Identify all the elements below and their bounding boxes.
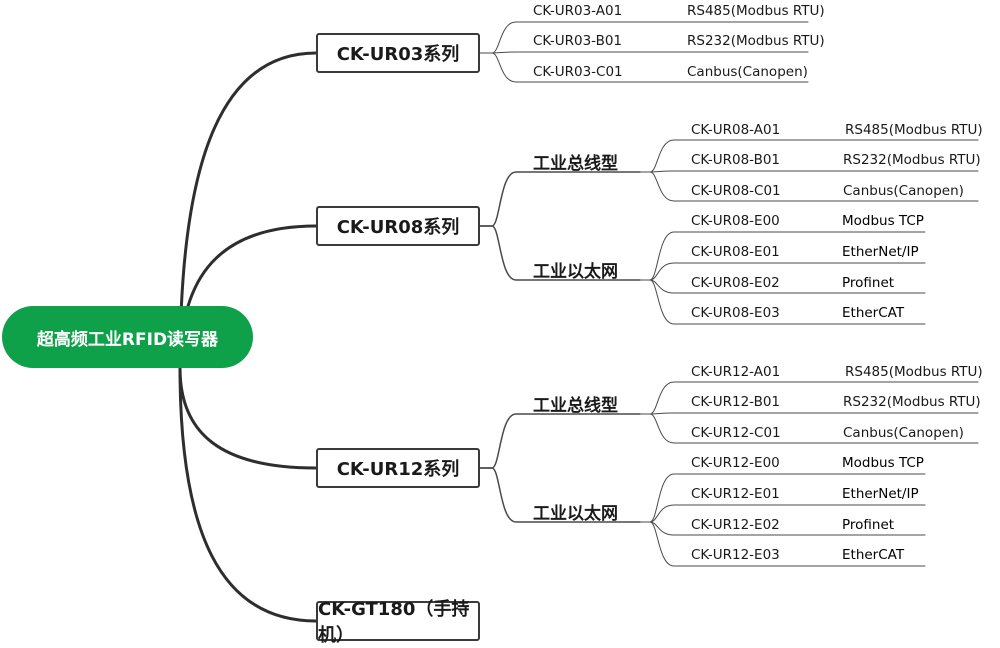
protocol-label: EtherCAT: [842, 305, 905, 321]
protocol-label: Canbus(Canopen): [687, 64, 808, 80]
model-label: CK-UR12-E00: [691, 455, 780, 471]
root-series-connector: [178, 366, 318, 470]
model-label: CK-UR12-E02: [691, 517, 780, 533]
model-label: CK-UR08-B01: [691, 152, 781, 168]
protocol-label: Modbus TCP: [842, 213, 924, 229]
protocol-label: Canbus(Canopen): [843, 183, 964, 199]
model-connector: [639, 171, 979, 202]
protocol-label: Canbus(Canopen): [843, 425, 964, 441]
protocol-label: Profinet: [842, 275, 895, 291]
protocol-label: RS485(Modbus RTU): [845, 122, 983, 138]
series-node-gt180[interactable]: CK-GT180（手持机）: [316, 599, 480, 646]
model-label: CK-UR03-B01: [533, 33, 623, 49]
model-label: CK-UR08-E01: [691, 244, 780, 260]
series-node-ur03[interactable]: CK-UR03系列: [316, 33, 480, 73]
model-label: CK-UR12-E03: [691, 547, 780, 563]
model-label: CK-UR08-E03: [691, 305, 780, 321]
model-connector: [479, 51, 809, 54]
root-node[interactable]: 超高频工业RFID读写器: [2, 306, 253, 368]
model-label: CK-UR12-A01: [691, 364, 781, 380]
model-label: CK-UR08-E02: [691, 275, 780, 291]
category-node-ur08-ethernet[interactable]: 工业以太网: [533, 262, 618, 282]
model-label: CK-UR03-C01: [533, 64, 623, 80]
model-label: CK-UR12-C01: [691, 425, 781, 441]
category-node-ur08-bus[interactable]: 工业总线型: [533, 154, 618, 174]
model-connector: [479, 52, 809, 83]
model-connector: [639, 521, 926, 567]
model-label: CK-UR12-B01: [691, 394, 781, 410]
model-connector: [639, 413, 979, 444]
model-label: CK-UR08-A01: [691, 122, 781, 138]
series-node-ur12[interactable]: CK-UR12系列: [316, 448, 480, 488]
protocol-label: RS232(Modbus RTU): [687, 33, 825, 49]
category-connector: [479, 467, 641, 523]
protocol-label: EtherNet/IP: [842, 486, 919, 502]
protocol-label: RS485(Modbus RTU): [845, 364, 983, 380]
series-node-ur08[interactable]: CK-UR08系列: [316, 206, 480, 246]
model-label: CK-UR12-E01: [691, 486, 780, 502]
category-connector: [479, 413, 641, 469]
protocol-label: RS232(Modbus RTU): [843, 394, 981, 410]
model-connector: [639, 279, 926, 325]
root-series-connector: [178, 366, 318, 623]
protocol-label: EtherNet/IP: [842, 244, 919, 260]
category-connector: [479, 225, 641, 281]
protocol-label: EtherCAT: [842, 547, 905, 563]
protocol-label: RS232(Modbus RTU): [843, 152, 981, 168]
root-series-connector: [178, 51, 318, 370]
model-label: CK-UR08-E00: [691, 213, 780, 229]
model-label: CK-UR08-C01: [691, 183, 781, 199]
category-node-ur12-bus[interactable]: 工业总线型: [533, 396, 618, 416]
protocol-label: RS485(Modbus RTU): [687, 3, 825, 19]
protocol-label: Modbus TCP: [842, 455, 924, 471]
protocol-label: Profinet: [842, 517, 895, 533]
category-connector: [479, 171, 641, 227]
category-node-ur12-ethernet[interactable]: 工业以太网: [533, 504, 618, 524]
model-connector: [639, 170, 979, 173]
model-label: CK-UR03-A01: [533, 3, 623, 19]
model-connector: [639, 412, 979, 415]
